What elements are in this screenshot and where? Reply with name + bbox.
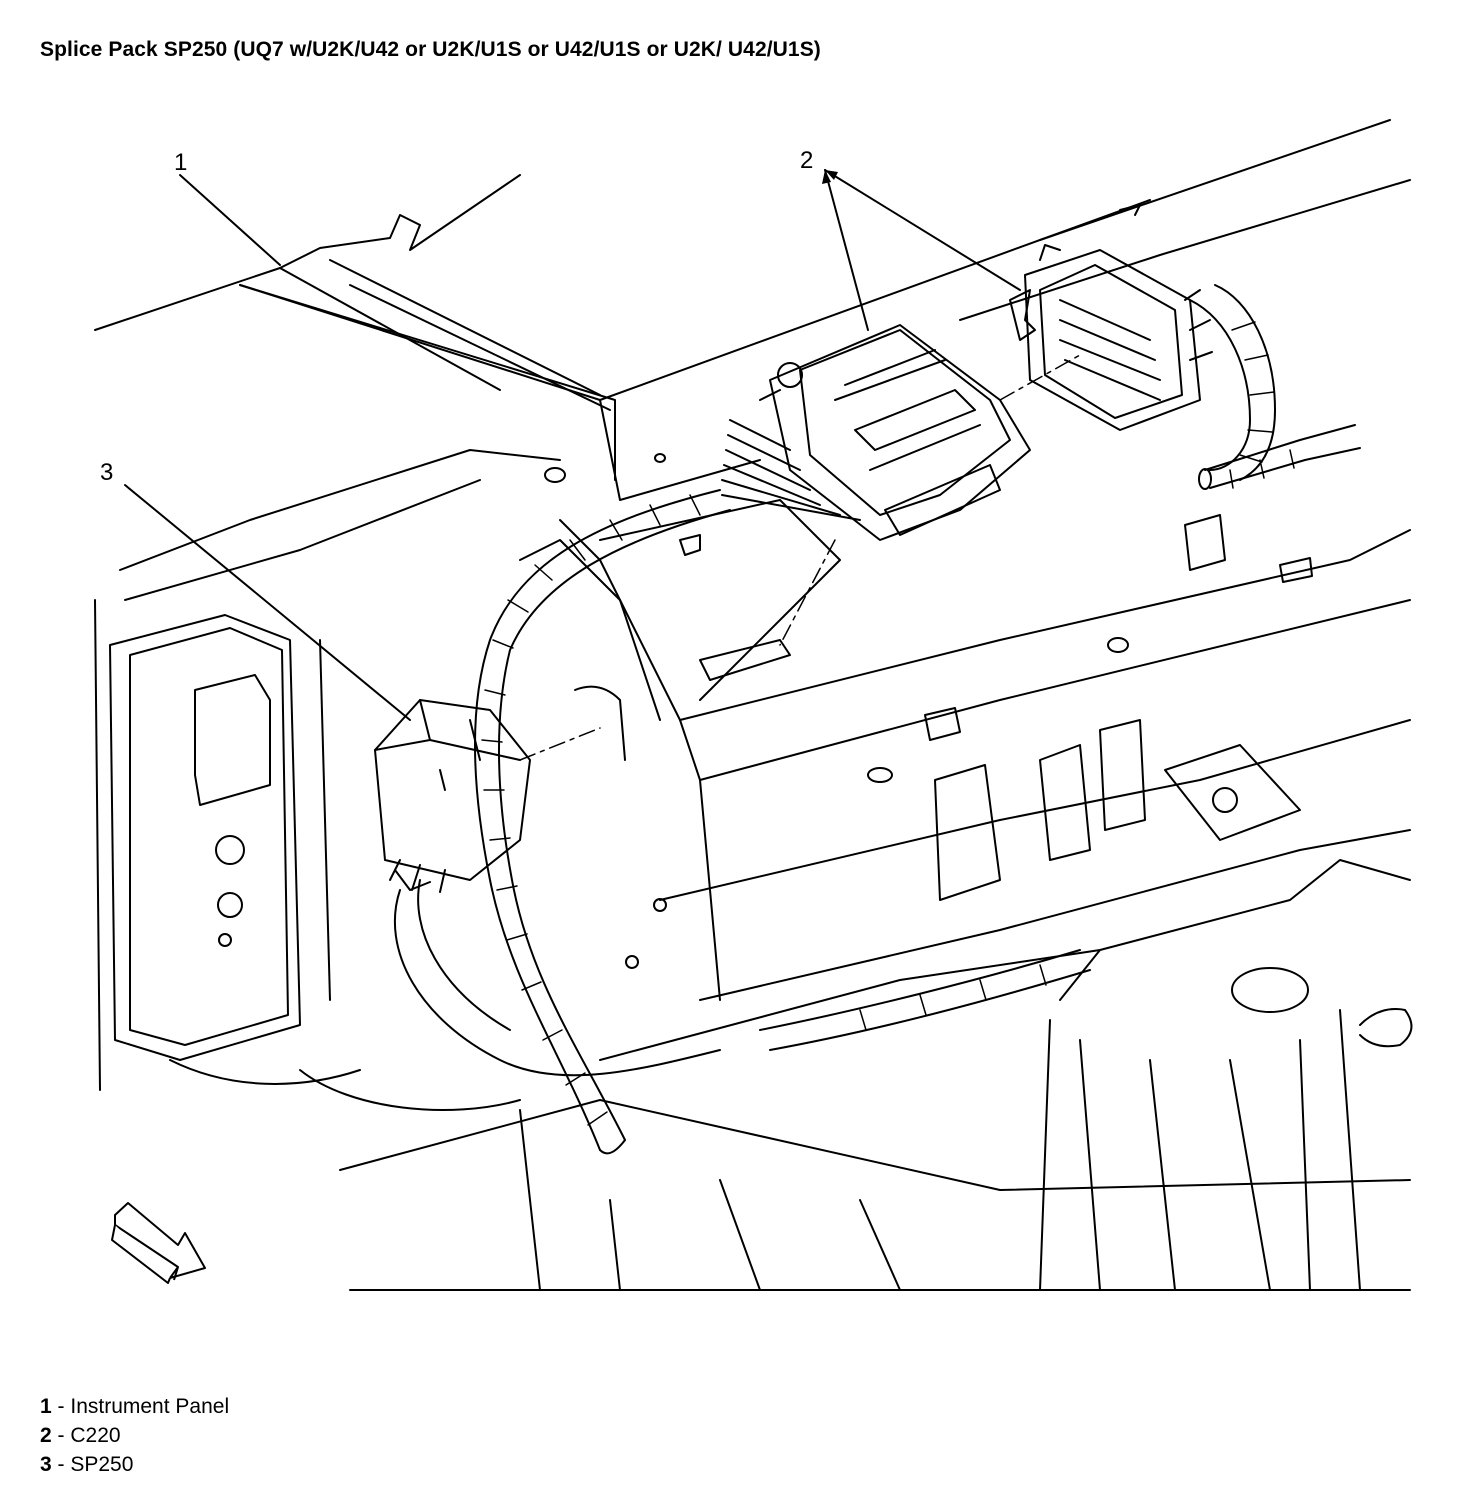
legend-row: 2 - C220 bbox=[40, 1421, 229, 1450]
center-support-structure bbox=[519, 499, 1411, 1061]
connector-alignment-lines bbox=[519, 354, 1081, 761]
wiring-harness bbox=[169, 284, 1361, 1155]
legend-label: SP250 bbox=[70, 1453, 134, 1476]
legend-label: C220 bbox=[70, 1424, 121, 1447]
diagram-title: Splice Pack SP250 (UQ7 w/U2K/U42 or U2K/… bbox=[40, 38, 821, 61]
legend-label: Instrument Panel bbox=[70, 1395, 230, 1418]
legend-number: 3 bbox=[40, 1453, 52, 1476]
callout-arrowheads bbox=[822, 170, 838, 184]
legend-separator: - bbox=[51, 1395, 71, 1418]
legend-separator: - bbox=[51, 1453, 71, 1476]
legend-row: 3 - SP250 bbox=[40, 1450, 229, 1479]
harness-tape-bands bbox=[481, 321, 1295, 1126]
sp250-splice-pack bbox=[374, 699, 531, 893]
callout-legend: 1 - Instrument Panel 2 - C220 3 - SP250 bbox=[40, 1392, 229, 1479]
legend-number: 2 bbox=[40, 1424, 52, 1447]
instrument-panel bbox=[94, 119, 1411, 601]
callout-leaders bbox=[124, 169, 1021, 721]
callout-number-3: 3 bbox=[100, 459, 113, 486]
legend-row: 1 - Instrument Panel bbox=[40, 1392, 229, 1421]
callout-number-2: 2 bbox=[800, 147, 813, 174]
left-end-bracket bbox=[94, 599, 331, 1091]
callout-number-1: 1 bbox=[174, 149, 187, 176]
legend-separator: - bbox=[51, 1424, 71, 1447]
legend-number: 1 bbox=[40, 1395, 52, 1418]
front-direction-arrow-icon bbox=[111, 1202, 206, 1284]
cross-car-beam bbox=[339, 719, 1413, 1291]
c220-connector bbox=[721, 244, 1213, 541]
